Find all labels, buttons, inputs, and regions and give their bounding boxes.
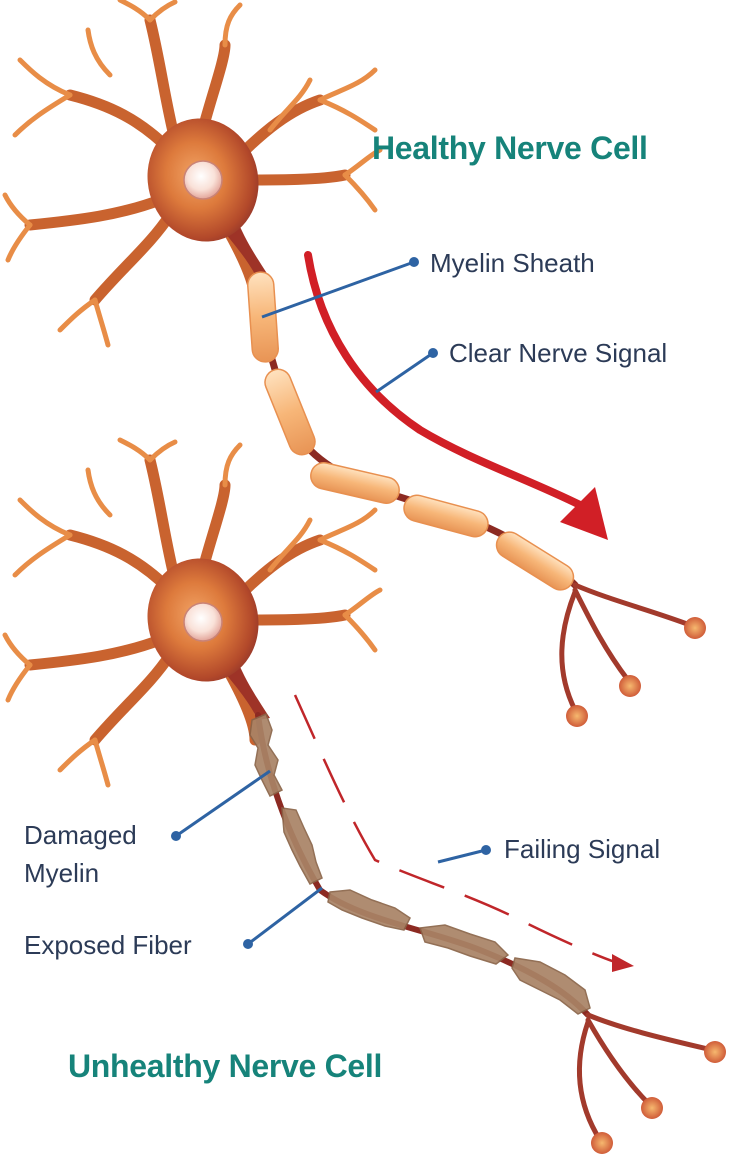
clear-signal-arrow <box>304 251 608 540</box>
unhealthy-neuron <box>2 437 726 1154</box>
failing-signal-leader <box>437 848 487 864</box>
healthy-nucleus <box>183 160 223 200</box>
exposed-fiber-dot <box>243 939 253 949</box>
myelin-sheath-label: Myelin Sheath <box>430 248 595 278</box>
clear-signal-leader <box>375 351 434 394</box>
failing-signal-dot <box>481 845 491 855</box>
damaged-myelin-leader <box>175 769 271 838</box>
myelin-sheath-leader <box>261 260 415 319</box>
clear-signal-dot <box>428 348 438 358</box>
damaged-myelin-dot <box>171 831 181 841</box>
damaged-myelin-label: Damaged Myelin <box>24 818 137 890</box>
unhealthy-dendrites <box>2 437 383 788</box>
failing-signal-label: Failing Signal <box>504 834 661 864</box>
leader-lines <box>171 257 491 949</box>
clear-signal-label: Clear Nerve Signal <box>449 338 668 368</box>
exposed-fiber-leader <box>247 886 323 946</box>
exposed-fiber-label: Exposed Fiber <box>24 930 192 960</box>
healthy-dendrites <box>2 0 383 348</box>
damaged-myelin-patches <box>249 713 591 1015</box>
healthy-myelin-sheath <box>247 271 575 591</box>
myelin-sheath-dot <box>409 257 419 267</box>
healthy-neuron <box>2 0 706 727</box>
healthy-title: Healthy Nerve Cell <box>372 130 648 166</box>
failing-signal-arrow <box>293 694 634 972</box>
unhealthy-nucleus <box>183 602 223 642</box>
healthy-axon-terminals <box>559 582 706 727</box>
damaged-myelin-label-line1: Damaged <box>24 820 137 850</box>
unhealthy-axon-terminals <box>576 1012 726 1154</box>
damaged-myelin-label-line2: Myelin <box>24 858 100 888</box>
unhealthy-title: Unhealthy Nerve Cell <box>68 1048 383 1084</box>
